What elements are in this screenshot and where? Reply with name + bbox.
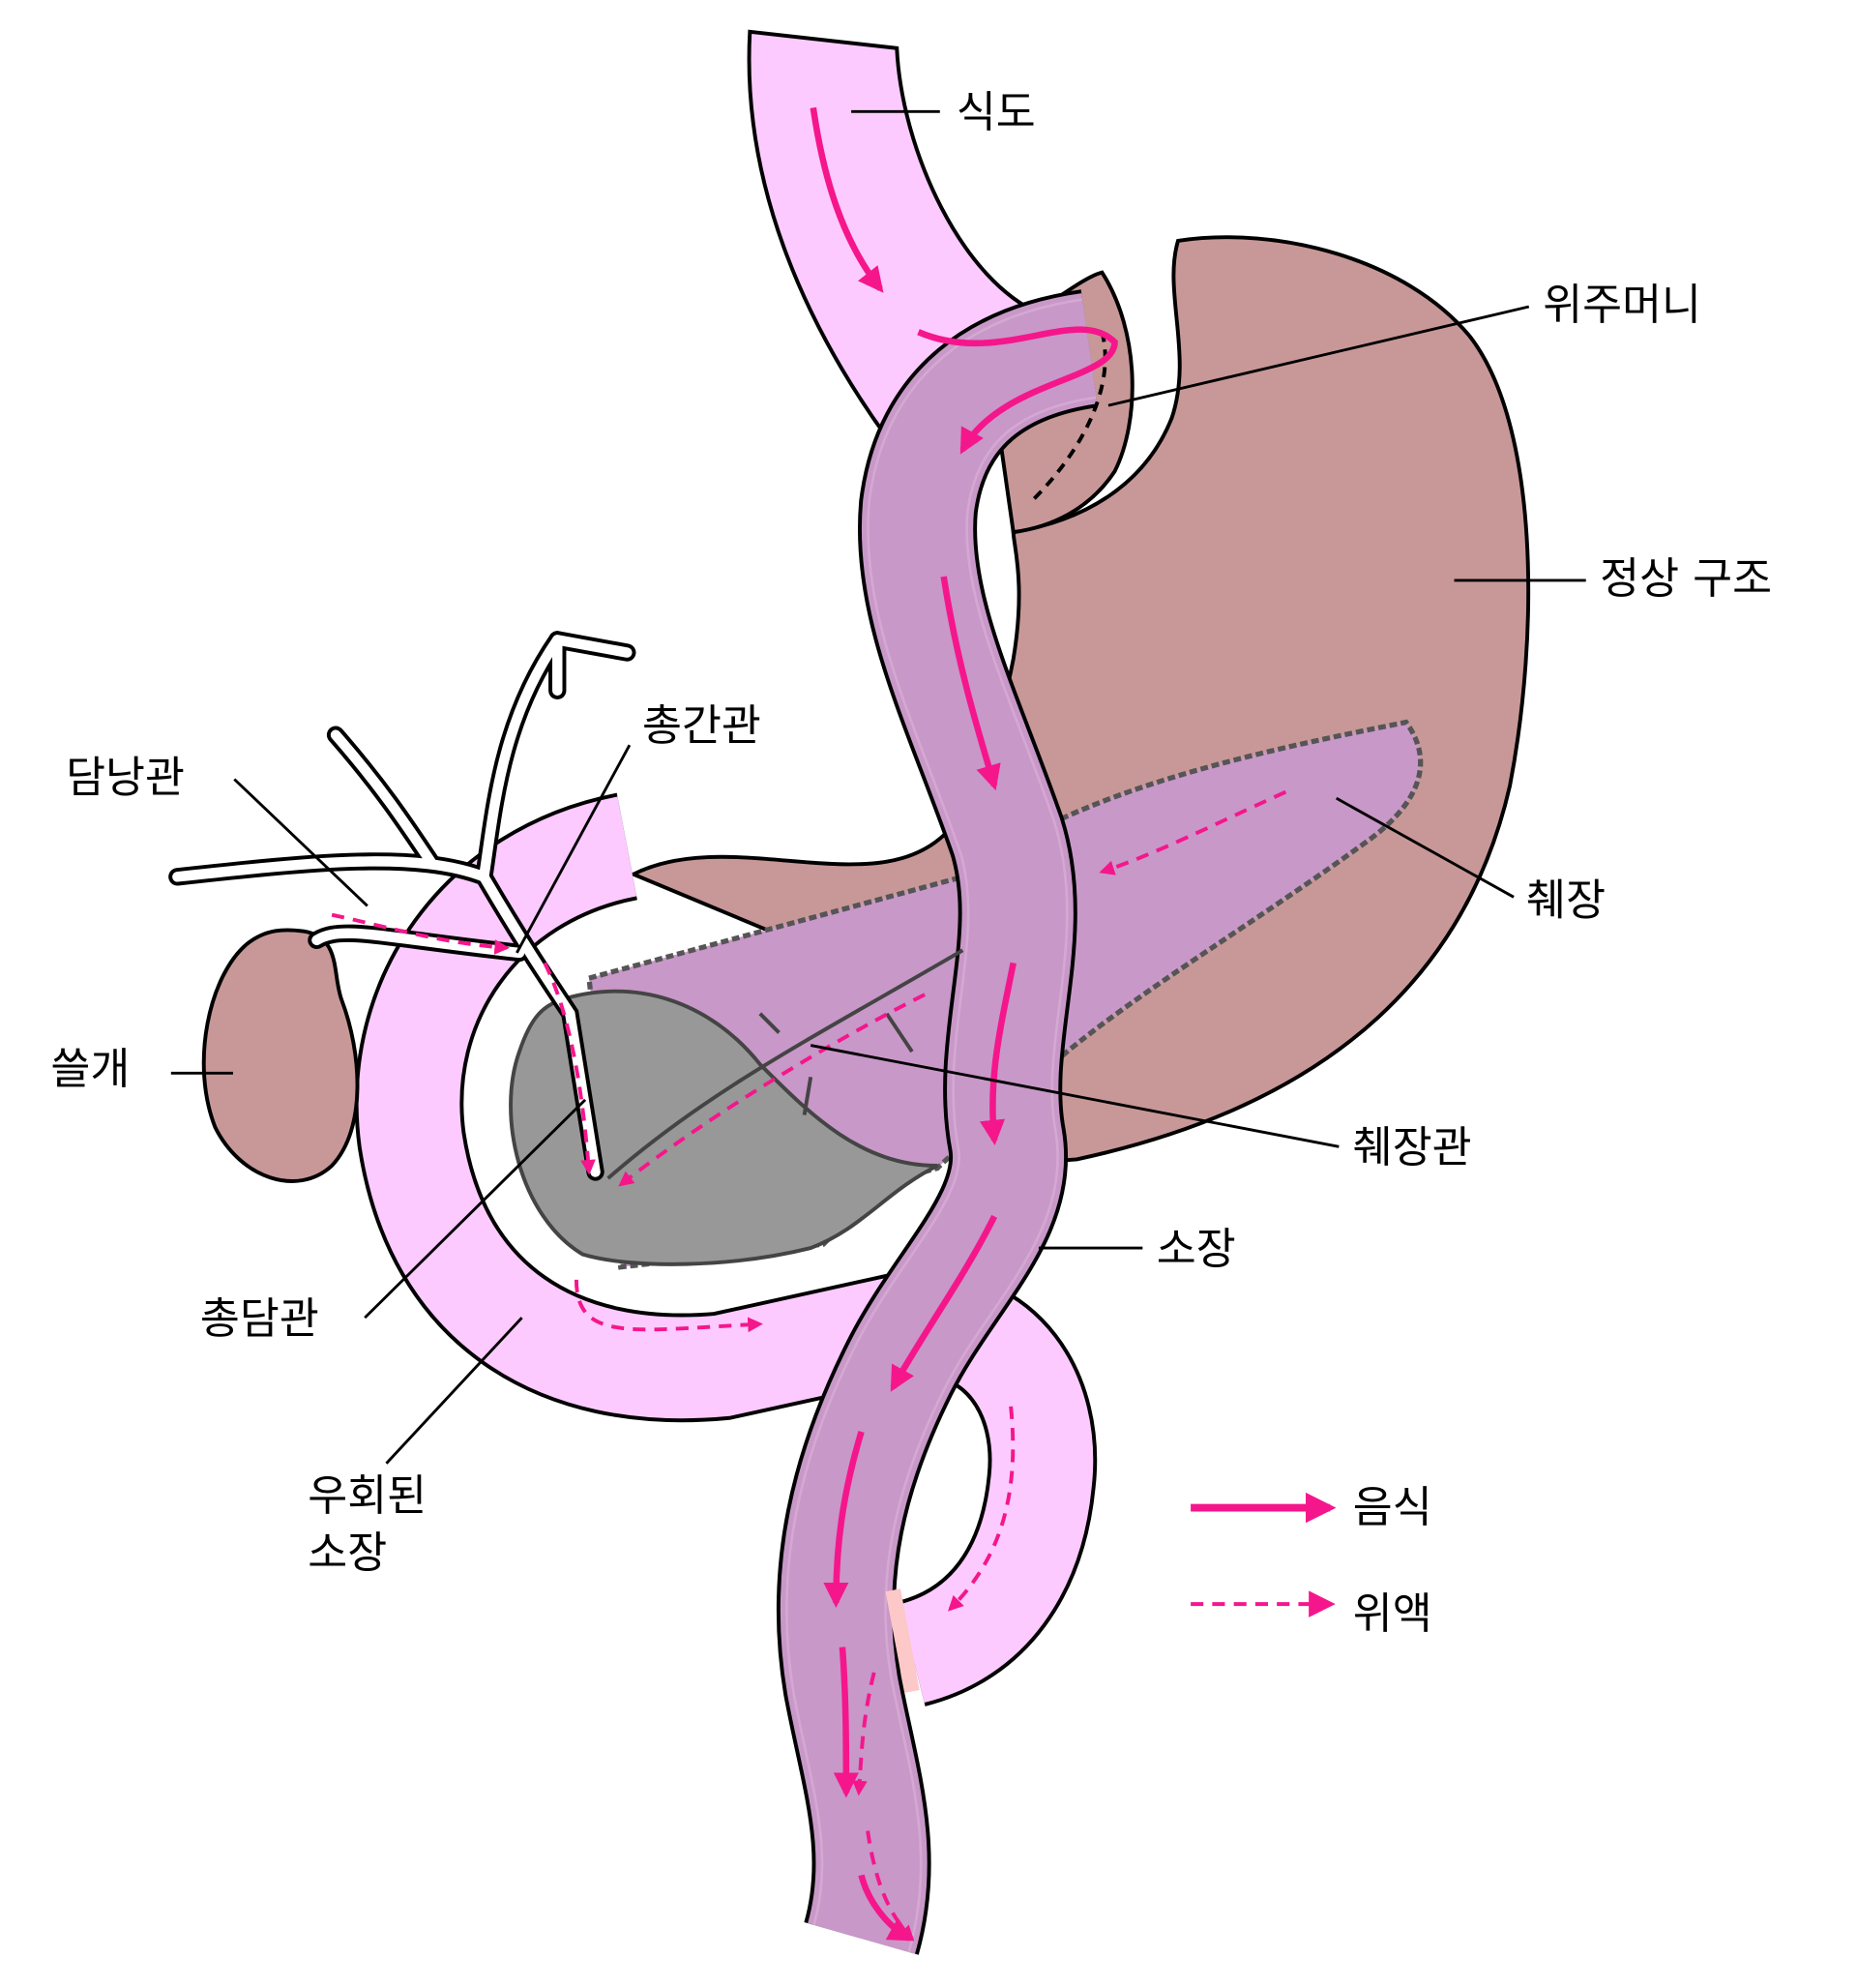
bile-ducts [168, 631, 636, 1181]
common-hepatic-duct-leader [516, 744, 632, 954]
gastric-pouch-leader [1107, 305, 1530, 407]
pancreas-head [509, 989, 939, 1266]
gallbladder-label: 쓸개 [50, 1045, 130, 1094]
gastric-pouch-label: 위주머니 [1543, 281, 1701, 330]
cystic-duct-label: 담낭관 [66, 754, 185, 803]
gastric-juice-flow-arrows [331, 789, 1287, 1942]
pancreatic-duct-label: 췌장관 [1353, 1123, 1472, 1172]
pancreatic-duct [606, 948, 964, 1180]
common-hepatic-duct-label: 총간관 [642, 701, 761, 751]
pancreas-leader [1336, 796, 1515, 899]
pancreatic-duct-leader [810, 1044, 1340, 1148]
pancreas-label: 췌장 [1526, 876, 1606, 926]
bypassed-small-intestine-leader [385, 1317, 523, 1465]
cystic-duct-leader [233, 778, 368, 907]
legend-gastric-juice-label: 위액 [1353, 1589, 1432, 1639]
bypassed-small-intestine-label-1: 우회된 [308, 1471, 427, 1521]
bypassed-small-intestine-label-2: 소장 [308, 1528, 387, 1578]
common-bile-duct-leader [364, 1098, 587, 1320]
normal-structure-label: 정상 구조 [1600, 554, 1772, 604]
gallbladder [201, 928, 360, 1183]
food-flow-arrows [810, 106, 1118, 1942]
staple-line-icon [1031, 331, 1107, 502]
esophagus-label: 식도 [957, 88, 1036, 137]
legend: 음식 위액 [1191, 1483, 1432, 1639]
bypassed-small-intestine [354, 792, 1098, 1706]
common-bile-duct-label: 총담관 [200, 1294, 319, 1344]
small-intestine-label: 소장 [1157, 1225, 1236, 1274]
anastomosis [885, 1588, 920, 1693]
legend-food-label: 음식 [1353, 1483, 1432, 1532]
